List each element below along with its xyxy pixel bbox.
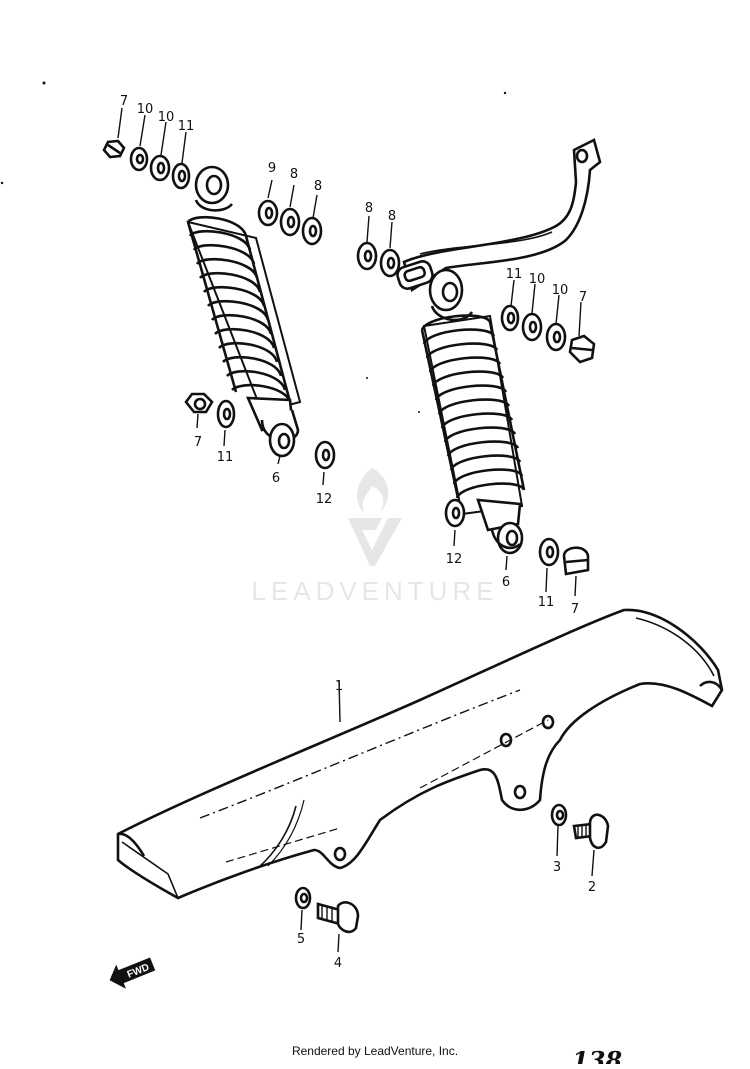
mounting-hole-a: [499, 732, 513, 748]
washer-12-left: [314, 440, 336, 470]
nut-7-left-lower: [184, 392, 214, 414]
callout-7: 7: [571, 602, 579, 617]
chain-case: [116, 608, 724, 900]
washer-9: [257, 199, 279, 227]
washer-11-right-lower: [538, 537, 560, 567]
watermark-v-icon: [348, 518, 402, 566]
callout-9: 9: [268, 161, 276, 176]
washer-11-left-lower: [216, 399, 236, 429]
left-lower-hardware: [184, 392, 336, 486]
washer-12-right: [444, 498, 466, 528]
callout-10: 10: [552, 283, 569, 298]
shock-absorber-left: [186, 165, 302, 465]
watermark-text: LEADVENTURE: [251, 576, 498, 606]
scan-specks: [0, 81, 507, 413]
callout-12: 12: [316, 492, 333, 507]
right-top-hardware: [356, 215, 596, 364]
callout-4: 4: [334, 956, 342, 971]
callout-10: 10: [529, 272, 546, 287]
callout-8: 8: [388, 209, 396, 224]
washer-10-b: [149, 154, 171, 182]
callout-7: 7: [194, 435, 202, 450]
watermark: LEADVENTURE: [251, 468, 498, 606]
callout-11: 11: [217, 450, 234, 465]
callout-11: 11: [178, 119, 195, 134]
fwd-arrow: FWD: [109, 957, 156, 989]
callout-11: 11: [506, 267, 523, 282]
callout-5: 5: [297, 932, 305, 947]
washer-8-b: [301, 216, 323, 246]
washer-10-c: [521, 312, 543, 342]
fwd-arrow-label: FWD: [126, 962, 151, 981]
washer-8-a: [279, 207, 301, 237]
washer-11-a: [171, 162, 191, 190]
callout-8: 8: [314, 179, 322, 194]
callout-8: 8: [290, 167, 298, 182]
mounting-hole-b: [541, 714, 555, 730]
callout-10: 10: [137, 102, 154, 117]
mounting-hole-c: [513, 784, 527, 800]
watermark-flame-icon: [357, 468, 389, 512]
page-number: 138: [572, 1046, 623, 1064]
washer-8-d: [379, 248, 401, 278]
fwd-arrow-icon: [109, 957, 156, 989]
washer-5: [294, 886, 312, 910]
chain-case-hardware: [294, 803, 610, 953]
shock-absorber-right: [420, 268, 526, 555]
callout-3: 3: [553, 860, 561, 875]
callout-8: 8: [365, 201, 373, 216]
mounting-hole-d: [333, 846, 347, 862]
callout-6: 6: [502, 575, 510, 590]
callout-12: 12: [446, 552, 463, 567]
callout-11: 11: [538, 595, 555, 610]
callout-7: 7: [120, 94, 128, 109]
upper-bracket: [396, 138, 602, 293]
right-lower-hardware: [444, 498, 590, 597]
callout-7: 7: [579, 290, 587, 305]
callout-10: 10: [158, 110, 175, 125]
callout-1: 1: [335, 679, 343, 694]
footer-credit: Rendered by LeadVenture, Inc.: [291, 1044, 459, 1058]
left-top-hardware: [102, 107, 323, 246]
bracket-eye: [396, 260, 434, 290]
washer-10-d: [545, 322, 567, 352]
washer-11-b: [500, 304, 520, 332]
washer-3: [550, 803, 568, 827]
callout-6: 6: [272, 471, 280, 486]
washer-8-c: [356, 241, 378, 271]
callout-2: 2: [588, 880, 596, 895]
callout-labels: 7 10 10 11 9 8 8 8 8 11 10 10 7 7 11 6 1…: [120, 94, 596, 971]
washer-10-a: [129, 146, 149, 172]
